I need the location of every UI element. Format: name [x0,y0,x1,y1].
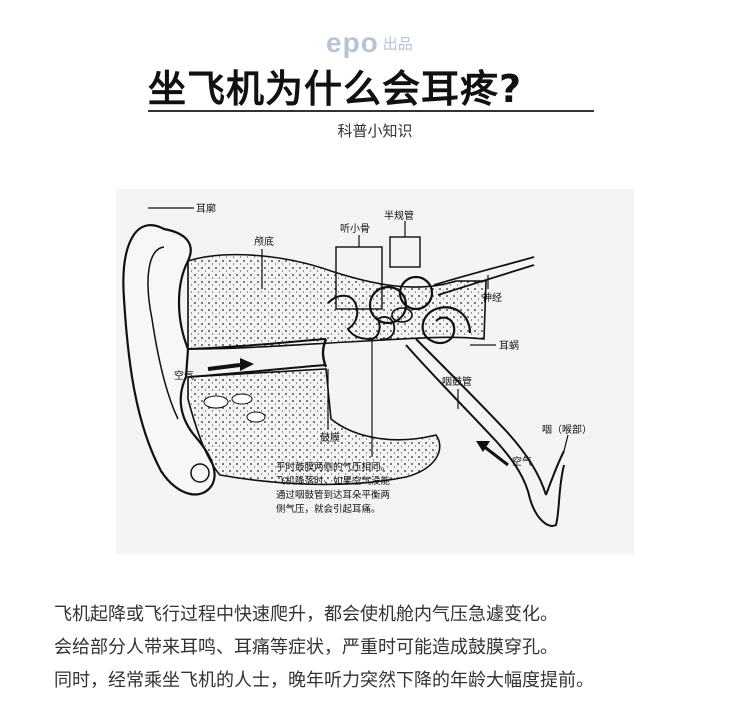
ear-canal-upper [187,338,327,350]
label-air-outer: 空气 [174,369,194,382]
eustachian-tube [415,338,547,496]
note-line-1: 平时鼓膜两侧的气压相同。 [276,461,390,473]
ossicles-stapes [377,316,396,341]
paragraph-2: 会给部分人带来耳鸣、耳痛等症状，严重时可能造成鼓膜穿孔。 [54,637,558,658]
air-arrow-outer [207,363,241,371]
leader-pharynx [563,434,569,452]
title-underline [148,110,594,112]
semicircular-canal [398,275,434,311]
ear-diagram: 耳廓 颅底 听小骨 半规管 神经 耳蜗 咽鼓管 咽（喉部） 空气 空气 鼓膜 平… [116,189,634,554]
ossicles-shape [327,294,381,341]
canals-callout-box [389,236,421,268]
air-arrow-tube [481,443,509,467]
note-line-3: 通过咽鼓管到达耳朵平衡两 [276,489,390,501]
note-line-4: 侧气压，就会引起耳痛。 [276,503,381,515]
note-line-2: 飞机降落时，如果空气没能 [276,475,391,487]
label-eustachian-tube: 咽鼓管 [442,375,472,388]
page-subtitle: 科普小知识 [337,122,413,140]
label-cochlea: 耳蜗 [499,340,519,352]
auricle-lobule-ring [190,463,210,483]
auricle-inner-fold [147,246,179,420]
pharynx-wall [545,450,565,496]
skull-base-region [187,253,487,350]
explanation-text: 飞机起降或飞行过程中快速爬升，都会使机舱内气压急遽变化。 会给部分人带来耳鸣、耳… [54,598,734,697]
label-nerve: 神经 [482,291,502,304]
paragraph-3: 同时，经常乘坐飞机的人士，晚年听力突然下降的年龄大幅度提前。 [54,670,594,691]
label-ossicles: 听小骨 [340,223,370,235]
mastoid-cell [231,393,253,405]
eardrum-shape [321,338,328,368]
pharynx-wall [529,464,565,527]
brand-suffix: 出品 [382,34,413,53]
auricle-shape [122,224,216,496]
label-air-tube: 空气 [512,455,532,468]
label-pharynx: 咽（喉部） [542,423,592,436]
label-auricle: 耳廓 [196,202,216,215]
eustachian-tube [405,344,531,500]
label-skull-base: 颅底 [254,235,274,248]
cochlea-shape [421,306,472,345]
brand-logo: epo [326,27,379,58]
semicircular-canal [391,307,413,323]
air-arrow-outer-head [240,358,254,371]
ear-diagram-svg: 耳廓 颅底 听小骨 半规管 神经 耳蜗 咽鼓管 咽（喉部） 空气 空气 鼓膜 平… [122,202,592,527]
label-eardrum: 鼓膜 [320,431,340,444]
mastoid-cell [203,395,229,409]
air-arrow-tube-head [476,441,490,452]
nerve-shape [433,256,535,286]
label-semicircular-canals: 半规管 [384,209,414,222]
mastoid-cell [246,411,266,423]
brand-mark: epo 出品 [326,27,413,58]
page-title: 坐飞机为什么会耳疼? [148,67,523,111]
paragraph-1: 飞机起降或飞行过程中快速爬升，都会使机舱内气压急遽变化。 [54,604,558,625]
